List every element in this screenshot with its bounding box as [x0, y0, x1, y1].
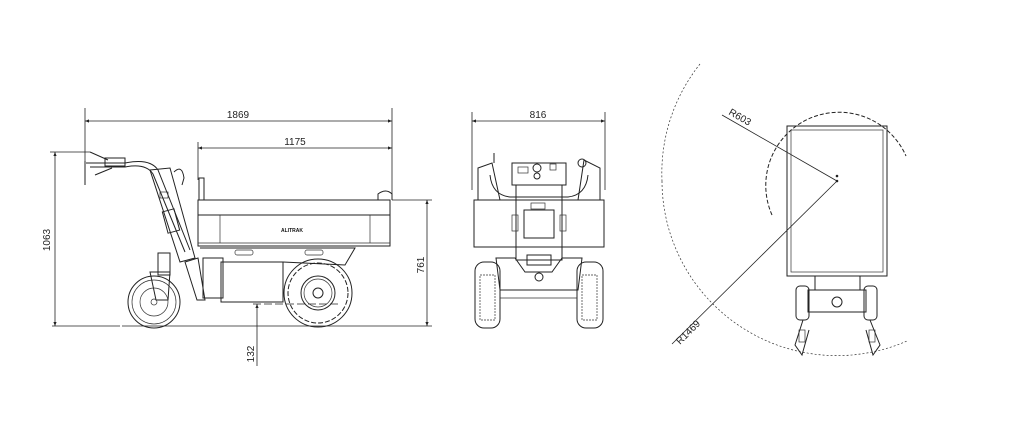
dimension-bed-height: 761 — [392, 199, 432, 326]
logo-text: ALITRAK — [281, 228, 303, 234]
dimension-overall-width: 816 — [471, 110, 606, 190]
rear-wheel — [283, 258, 353, 328]
dimension-ground-clearance: 132 — [246, 303, 340, 366]
dimension-overall-height: 1063 — [42, 151, 90, 326]
side-view: 1869 1175 1063 761 132 — [42, 108, 432, 366]
inner-turning-circle — [765, 111, 907, 216]
front-left-wheel — [474, 261, 501, 329]
r1469-leader — [671, 180, 838, 345]
front-machine — [473, 153, 605, 329]
top-view: R603 R1469 — [661, 63, 908, 357]
dimension-label-816: 816 — [530, 110, 547, 121]
dimension-label-1869: 1869 — [227, 110, 250, 121]
dimension-label-1063: 1063 — [42, 228, 53, 251]
dimension-bed-length: 1175 — [197, 137, 392, 180]
dimension-label-132: 132 — [246, 345, 257, 362]
dimension-label-761: 761 — [416, 256, 427, 273]
dimension-label-1175: 1175 — [284, 137, 306, 148]
battery-box — [220, 261, 284, 303]
front-right-wheel — [576, 261, 604, 329]
top-bed — [786, 125, 888, 277]
outer-turning-circle — [661, 180, 908, 356]
dump-bed — [197, 199, 391, 247]
dimension-overall-length: 1869 — [84, 108, 393, 200]
front-view: 816 — [471, 110, 606, 329]
side-machine: ALITRAK — [84, 151, 393, 329]
front-wheel — [127, 275, 181, 329]
dimension-label-r1469: R1469 — [674, 318, 703, 347]
r603-leader — [721, 114, 838, 182]
